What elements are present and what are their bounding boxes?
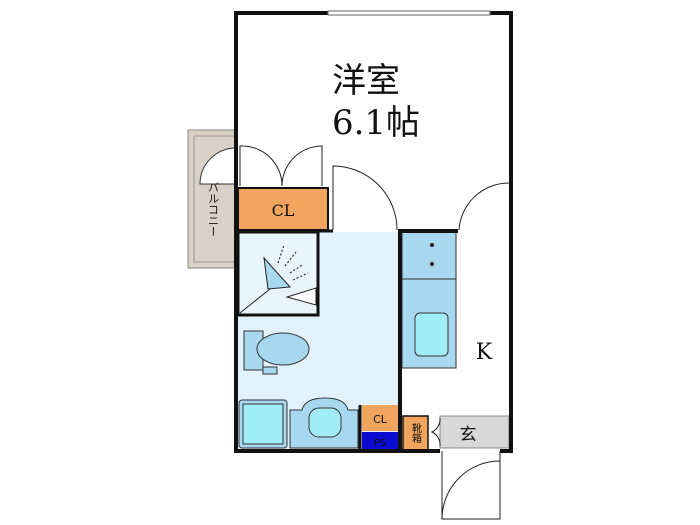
shoe-box-label: 靴箱: [410, 422, 422, 444]
closet-main-label: CL: [272, 201, 295, 220]
stove-burner-icon: [430, 262, 434, 266]
entrance-door-icon[interactable]: [441, 451, 501, 520]
pipe-space: [362, 432, 398, 450]
sink-icon: [414, 312, 449, 357]
closet-door-right-icon: [281, 145, 323, 187]
room-name: 洋室: [332, 61, 400, 101]
toilet-icon: [243, 330, 310, 375]
pipe-space-label: PS: [374, 438, 386, 449]
washer-icon: [238, 399, 288, 449]
entrance-label: 玄: [460, 425, 477, 445]
window: [327, 10, 491, 16]
closet-door-left-icon: [239, 145, 283, 187]
entrance: [439, 415, 510, 449]
shower: [236, 230, 320, 317]
kitchen-label: K: [476, 340, 493, 365]
kitchen-door-icon: [458, 182, 510, 231]
room-size: 6.1帖: [332, 103, 420, 143]
kitchen-counter: [401, 231, 457, 369]
closet-main: CL: [237, 187, 329, 231]
bathroom-door-icon: [332, 165, 398, 231]
closet-small-label: CL: [373, 413, 388, 426]
balcony: バルコニー: [187, 129, 237, 269]
balcony-label: バルコニー: [207, 182, 220, 237]
balcony-door-icon: [199, 147, 237, 185]
walls: [234, 11, 513, 453]
washbasin-icon: [289, 397, 359, 449]
stove-burner-icon: [430, 243, 434, 247]
closet-small: [362, 405, 398, 431]
shoe-box: [402, 415, 429, 451]
